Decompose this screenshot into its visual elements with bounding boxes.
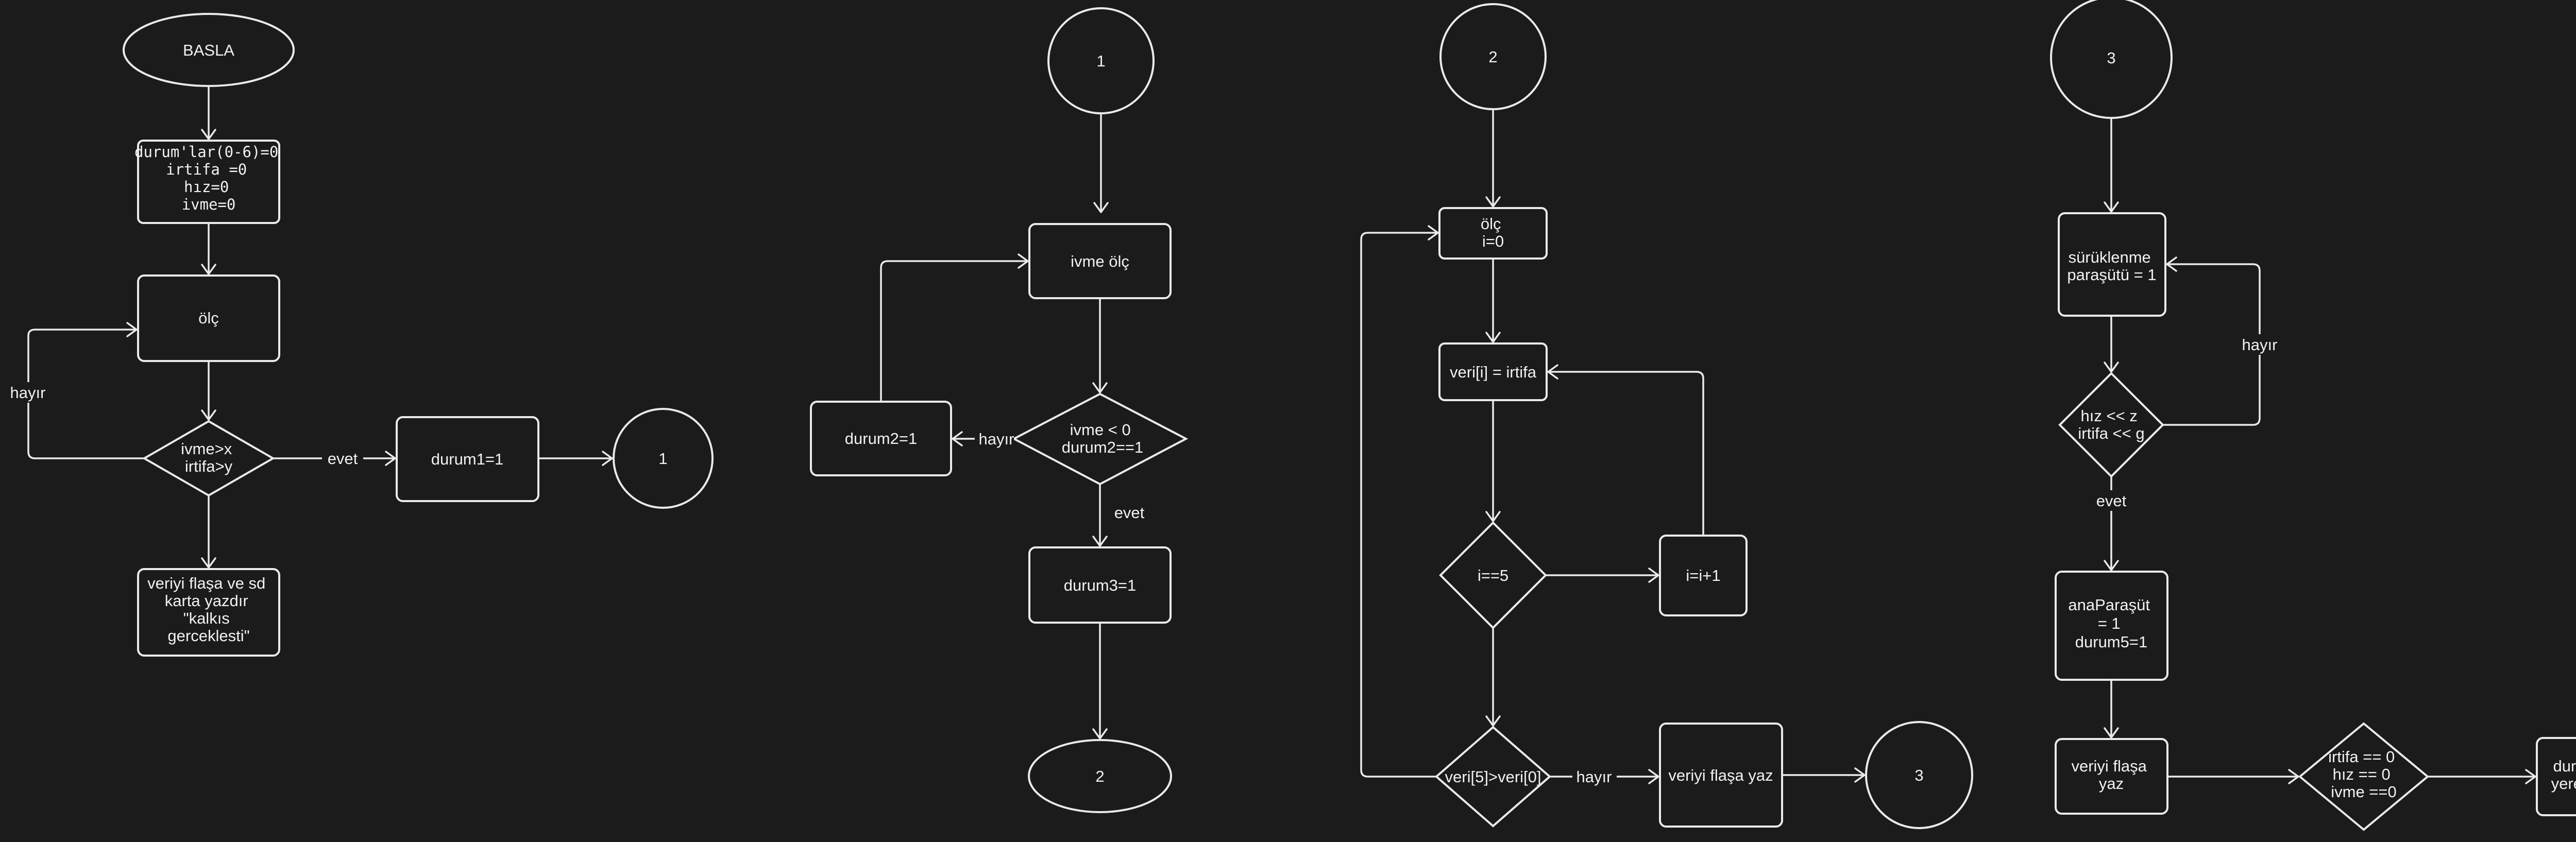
state3-label: durum3=1 bbox=[1064, 576, 1136, 594]
write-flash-label-1: veriyi flaşa yaz bbox=[1668, 766, 1773, 784]
measure-i-label: ölç i=0 bbox=[1481, 215, 1505, 250]
connector-3-out[interactable] bbox=[1865, 721, 1973, 829]
compare-decision-label: veri[5]>veri[0] bbox=[1445, 768, 1541, 786]
no-label-1: hayır bbox=[10, 384, 46, 402]
store-altitude-label: veri[i] = irtifa bbox=[1450, 363, 1537, 381]
yes-label-2: evet bbox=[1114, 504, 1145, 522]
init-label: durum'lar(0-6)=0 irtifa =0 hız=0 ivme=0 bbox=[134, 143, 283, 213]
flow-connector-3: 3 sürüklenme paraşütü = 1 hız << z irtif… bbox=[2050, 0, 2576, 831]
main-chute-label: anaParaşüt = 1 durum5=1 bbox=[2068, 596, 2154, 651]
compare-decision-diamond[interactable] bbox=[1434, 726, 1552, 828]
connector-1-out[interactable] bbox=[613, 408, 714, 509]
start-label: BASLA bbox=[183, 41, 234, 59]
landed-state-box[interactable] bbox=[2536, 737, 2576, 816]
connector-3-in-label: 3 bbox=[2107, 49, 2115, 67]
accel-measure-label: ivme ölç bbox=[1071, 252, 1129, 270]
flow-connector-2: 2 ölç i=0 veri[i] = irtifa i==5 i=i+1 ve… bbox=[1360, 3, 1973, 829]
write-flash-label-2: veriyi flaşa yaz bbox=[2071, 757, 2151, 793]
connector-1-out-label: 1 bbox=[658, 450, 667, 468]
edge-compare-loop bbox=[1360, 232, 1438, 778]
counter-decision-label: i==5 bbox=[1478, 566, 1509, 585]
drogue-chute-label: sürüklenme paraşütü = 1 bbox=[2067, 248, 2156, 284]
no-label-3: hayır bbox=[1577, 768, 1612, 786]
edge-increment-loop bbox=[1548, 371, 1704, 536]
liftoff-log-box[interactable] bbox=[137, 568, 280, 657]
connector-3-out-label: 3 bbox=[1914, 766, 1923, 784]
edge-no-loop-1 bbox=[27, 329, 144, 459]
state1-label: durum1=1 bbox=[431, 450, 503, 468]
measure-label: ölç bbox=[198, 309, 219, 327]
landed-state-label: durum6=1 yere indiniz bbox=[2551, 757, 2576, 793]
accel-decision-label: ivme>x irtifa>y bbox=[181, 440, 236, 475]
yes-label-4: evet bbox=[2096, 492, 2127, 510]
liftoff-log-label: veriyi flaşa ve sd karta yazdır "kalkıs … bbox=[147, 574, 270, 645]
flow-connector-1: 1 ivme ölç ivme < 0 durum2==1 durum2=1 d… bbox=[810, 7, 1189, 813]
state2-label: durum2=1 bbox=[845, 429, 917, 448]
accel-negative-label: ivme < 0 durum2==1 bbox=[1062, 421, 1144, 456]
speed-altitude-label: hız << z irtifa << g bbox=[2078, 407, 2144, 442]
landed-decision-diamond[interactable] bbox=[2298, 722, 2430, 831]
connector-2-out-label: 2 bbox=[1095, 767, 1104, 785]
landed-decision-label: irtifa == 0 hız == 0 ivme ==0 bbox=[2328, 748, 2399, 801]
no-label-4: hayır bbox=[2242, 336, 2278, 354]
flow-start: BASLA durum'lar(0-6)=0 irtifa =0 hız=0 i… bbox=[4, 13, 714, 657]
connector-1-in-label: 1 bbox=[1096, 52, 1105, 70]
connector-2-out[interactable] bbox=[1028, 739, 1172, 813]
no-label-2: hayır bbox=[979, 430, 1014, 448]
connector-2-in-label: 2 bbox=[1488, 48, 1497, 66]
yes-label-1: evet bbox=[328, 450, 358, 468]
increment-label: i=i+1 bbox=[1686, 566, 1720, 585]
edge-state2-loop bbox=[880, 260, 1028, 402]
